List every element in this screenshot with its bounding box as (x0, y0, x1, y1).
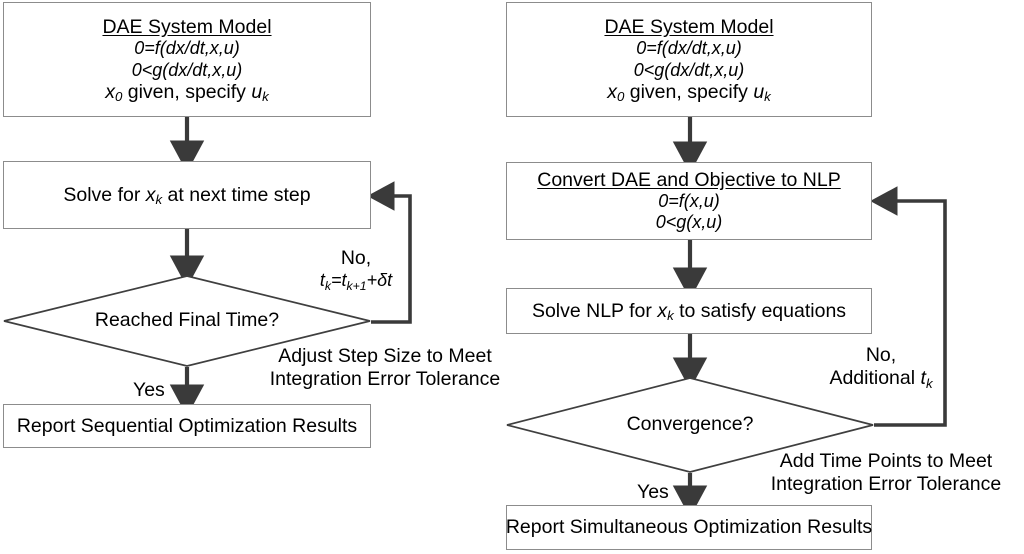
left-adjust-note: Adjust Step Size to Meet Integration Err… (240, 345, 530, 392)
left-dae-x-subscript: 0 (114, 89, 123, 105)
left-no-line2: tk=tk+1+δt (296, 270, 416, 292)
right-dae-system-model-box: DAE System Model 0=f(dx/dt,x,u) 0<g(dx/d… (506, 2, 872, 117)
right-solve-x-subscript: k (667, 308, 674, 324)
left-dae-u-var: u (251, 80, 263, 103)
left-no-t2-subscript: k+1 (346, 278, 367, 293)
right-dae-x-var: x (607, 80, 617, 103)
left-decision-shape (3, 275, 371, 367)
right-solve-prefix: Solve NLP for (531, 299, 658, 322)
right-no-additional-text: Additional (829, 367, 921, 390)
left-dae-equation-2: 0<g(dx/dt,x,u) (131, 59, 243, 80)
right-yes-branch-label: Yes (637, 481, 669, 503)
left-adjust-note-line1: Adjust Step Size to Meet (278, 345, 492, 367)
right-convert-header: Convert DAE and Objective to NLP (537, 168, 841, 191)
left-decision-diamond: Reached Final Time? (3, 275, 371, 367)
left-result-label: Report Sequential Optimization Results (16, 414, 358, 437)
left-no-plus: + (366, 270, 378, 291)
right-dae-header: DAE System Model (604, 15, 774, 38)
left-no-branch-label: No, tk=tk+1+δt (296, 247, 416, 292)
right-decision-label: Convergence? (626, 413, 754, 435)
right-solve-suffix: to satisfy equations (673, 299, 847, 322)
left-dae-equation-1: 0=f(dx/dt,x,u) (134, 38, 240, 59)
left-solve-suffix: at next time step (162, 183, 311, 206)
right-convert-nlp-box: Convert DAE and Objective to NLP 0=f(x,u… (506, 162, 872, 240)
right-dae-given-text: given, specify (624, 80, 754, 103)
left-solve-prefix: Solve for (63, 183, 146, 206)
left-decision-label: Reached Final Time? (94, 309, 280, 331)
left-dae-header: DAE System Model (102, 15, 272, 38)
left-solve-step-box: Solve for xk at next time step (3, 161, 371, 229)
left-dae-initial-condition: x0 given, specify uk (105, 81, 269, 104)
left-adjust-note-line2: Integration Error Tolerance (269, 368, 501, 391)
right-no-line1: No, (865, 344, 897, 366)
left-no-line1: No, (340, 247, 372, 269)
left-dae-system-model-box: DAE System Model 0=f(dx/dt,x,u) 0<g(dx/d… (3, 2, 371, 117)
left-solve-x-var: x (145, 183, 156, 206)
left-no-equals: =t (331, 270, 347, 291)
right-result-label: Report Simultaneous Optimization Results (505, 516, 873, 539)
right-convert-equation-2: 0<g(x,u) (655, 212, 723, 233)
right-add-time-note-line1: Add Time Points to Meet (779, 450, 993, 472)
right-dae-u-var: u (753, 80, 765, 103)
right-dae-u-subscript: k (764, 89, 771, 105)
right-dae-equation-1: 0=f(dx/dt,x,u) (636, 38, 742, 59)
right-dae-equation-2: 0<g(dx/dt,x,u) (633, 59, 745, 80)
right-result-box: Report Simultaneous Optimization Results (506, 505, 872, 550)
left-solve-step-label: Solve for xk at next time step (63, 184, 310, 207)
left-dae-u-subscript: k (262, 89, 269, 105)
right-decision-shape (506, 377, 874, 473)
right-no-t-var: t (920, 367, 926, 390)
right-no-line2: Additional tk (820, 367, 942, 390)
left-result-box: Report Sequential Optimization Results (3, 404, 371, 448)
right-solve-x-var: x (657, 299, 668, 322)
right-dae-initial-condition: x0 given, specify uk (607, 81, 771, 104)
right-solve-nlp-box: Solve NLP for xk to satisfy equations (506, 288, 872, 334)
right-no-t-subscript: k (925, 376, 933, 392)
left-solve-x-subscript: k (155, 192, 163, 208)
right-no-branch-label: No, Additional tk (820, 344, 942, 391)
right-add-time-note-line2: Integration Error Tolerance (770, 473, 1002, 496)
arrow-right-loopback (870, 186, 947, 427)
right-decision-diamond: Convergence? (506, 377, 874, 473)
left-no-t-subscript: k (324, 278, 331, 293)
left-dae-x-var: x (105, 80, 115, 103)
left-yes-branch-label: Yes (133, 379, 165, 401)
left-no-delta-t: δt (377, 270, 393, 291)
right-convert-equation-1: 0=f(x,u) (658, 191, 720, 212)
right-solve-nlp-label: Solve NLP for xk to satisfy equations (532, 300, 846, 323)
left-dae-given-text: given, specify (122, 80, 252, 103)
right-add-time-note: Add Time Points to Meet Integration Erro… (742, 450, 1024, 497)
right-dae-x-subscript: 0 (616, 89, 625, 105)
left-no-t-var: t (319, 270, 325, 291)
